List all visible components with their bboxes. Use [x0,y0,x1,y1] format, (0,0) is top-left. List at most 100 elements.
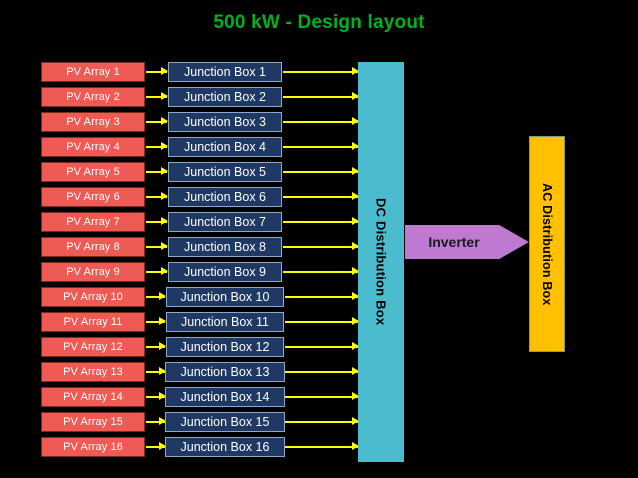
inverter-block[interactable]: Inverter [405,225,529,259]
junction-box[interactable]: Junction Box 5 [168,162,282,182]
arrow-junction-to-dc-icon [283,87,359,107]
pv-array-box[interactable]: PV Array 13 [41,362,145,382]
arrow-shaft [285,321,358,323]
arrow-shaft [146,296,165,298]
arrow-head [352,317,359,326]
arrow-shaft [146,196,167,198]
arrow-shaft [146,321,165,323]
junction-box[interactable]: Junction Box 15 [165,412,285,432]
pv-array-box[interactable]: PV Array 7 [41,212,145,232]
arrow-head [161,117,168,126]
pv-array-box[interactable]: PV Array 16 [41,437,145,457]
arrow-shaft [283,171,358,173]
pv-array-box[interactable]: PV Array 5 [41,162,145,182]
arrow-shaft [283,96,358,98]
ac-distribution-box-label: AC Distribution Box [540,182,554,306]
arrow-shaft [285,396,358,398]
junction-box[interactable]: Junction Box 3 [168,112,282,132]
arrow-head [352,267,359,276]
array-row: PV Array 16 Junction Box 16 [0,437,638,457]
arrow-junction-to-dc-icon [285,437,359,457]
pv-array-box[interactable]: PV Array 8 [41,237,145,257]
arrow-shaft [283,246,358,248]
arrow-shaft [146,421,165,423]
arrow-head [352,67,359,76]
arrow-head [159,367,166,376]
arrow-head [161,92,168,101]
arrow-head [352,167,359,176]
junction-box[interactable]: Junction Box 12 [166,337,284,357]
arrow-junction-to-dc-icon [285,337,359,357]
junction-box[interactable]: Junction Box 2 [168,87,282,107]
array-row: PV Array 10 Junction Box 10 [0,287,638,307]
arrow-shaft [146,146,167,148]
arrow-shaft [283,221,358,223]
dc-distribution-box[interactable]: DC Distribution Box [358,62,404,462]
pv-array-box[interactable]: PV Array 3 [41,112,145,132]
arrow-shaft [146,371,165,373]
junction-box[interactable]: Junction Box 11 [166,312,284,332]
arrow-junction-to-dc-icon [285,362,359,382]
arrow-head [161,217,168,226]
array-row: PV Array 12 Junction Box 12 [0,337,638,357]
arrow-pv-to-junction-icon [146,362,166,382]
inverter-label: Inverter [428,234,480,250]
pv-array-box[interactable]: PV Array 12 [41,337,145,357]
arrow-junction-to-dc-icon [283,187,359,207]
pv-array-box[interactable]: PV Array 9 [41,262,145,282]
junction-box[interactable]: Junction Box 8 [168,237,282,257]
array-row: PV Array 13 Junction Box 13 [0,362,638,382]
arrow-junction-to-dc-icon [283,137,359,157]
arrow-head [352,392,359,401]
arrow-junction-to-dc-icon [283,112,359,132]
pv-array-box[interactable]: PV Array 2 [41,87,145,107]
pv-array-box[interactable]: PV Array 1 [41,62,145,82]
arrow-head [352,217,359,226]
arrow-head [161,67,168,76]
pv-array-box[interactable]: PV Array 6 [41,187,145,207]
junction-box[interactable]: Junction Box 10 [166,287,284,307]
arrow-head [159,342,166,351]
arrow-head [352,442,359,451]
arrow-pv-to-junction-icon [146,437,166,457]
junction-box[interactable]: Junction Box 4 [168,137,282,157]
pv-array-box[interactable]: PV Array 4 [41,137,145,157]
arrow-shaft [146,121,167,123]
junction-box[interactable]: Junction Box 14 [165,387,285,407]
arrow-shaft [146,71,167,73]
arrow-pv-to-junction-icon [146,112,168,132]
arrow-pv-to-junction-icon [146,162,168,182]
pv-array-box[interactable]: PV Array 15 [41,412,145,432]
arrow-shaft [283,271,358,273]
junction-box[interactable]: Junction Box 6 [168,187,282,207]
pv-array-box[interactable]: PV Array 11 [41,312,145,332]
arrow-shaft [283,146,358,148]
arrow-pv-to-junction-icon [146,337,166,357]
array-row: PV Array 11 Junction Box 11 [0,312,638,332]
junction-box[interactable]: Junction Box 7 [168,212,282,232]
dc-distribution-box-label: DC Distribution Box [373,198,389,326]
arrow-shaft [283,196,358,198]
arrow-junction-to-dc-icon [285,312,359,332]
array-row: PV Array 8 Junction Box 8 [0,237,638,257]
junction-box[interactable]: Junction Box 16 [165,437,285,457]
array-row: PV Array 5 Junction Box 5 [0,162,638,182]
arrow-head [159,392,166,401]
arrow-head [352,192,359,201]
junction-box[interactable]: Junction Box 1 [168,62,282,82]
pv-array-box[interactable]: PV Array 10 [41,287,145,307]
pv-array-box[interactable]: PV Array 14 [41,387,145,407]
arrow-head [161,192,168,201]
arrow-head [352,242,359,251]
ac-distribution-box[interactable]: AC Distribution Box [529,136,565,352]
arrow-pv-to-junction-icon [146,62,168,82]
arrow-pv-to-junction-icon [146,312,166,332]
junction-box[interactable]: Junction Box 9 [168,262,282,282]
arrow-head [352,142,359,151]
arrow-pv-to-junction-icon [146,262,168,282]
arrow-head [352,117,359,126]
junction-box[interactable]: Junction Box 13 [165,362,285,382]
arrow-shaft [283,71,358,73]
arrow-head [352,367,359,376]
